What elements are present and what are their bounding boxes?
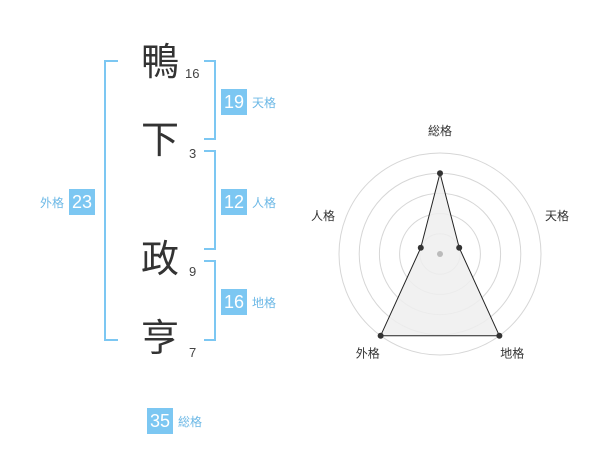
- stroke-count-2: 3: [189, 146, 197, 161]
- soukaku-label: 総格: [178, 414, 203, 429]
- jinkaku-value: 12: [221, 189, 247, 215]
- chikaku-label: 地格: [252, 295, 277, 310]
- name-char-1: 鴨: [140, 40, 179, 84]
- radar-ring: [338, 152, 542, 356]
- tenkaku-bracket: [204, 60, 216, 140]
- chikaku-value: 16: [221, 289, 247, 315]
- jinkaku-bracket: [204, 150, 216, 250]
- tenkaku-value: 19: [221, 89, 247, 115]
- radar-points: [377, 170, 503, 339]
- gaikaku-badge: 外格 23: [40, 189, 96, 215]
- tenkaku-label: 天格: [252, 95, 277, 110]
- name-char-3: 政: [140, 237, 179, 281]
- radar-axis-label-2: 天格: [545, 208, 569, 223]
- jinkaku-label: 人格: [252, 195, 277, 210]
- stroke-count-4: 7: [189, 345, 197, 360]
- radar-axis-label-4: 外格: [356, 346, 380, 361]
- gaikaku-value: 23: [69, 189, 96, 215]
- tenkaku-badge: 19 天格: [221, 89, 276, 115]
- radar-point-3: [496, 332, 503, 339]
- radar-point-2: [456, 244, 463, 251]
- soukaku-value: 35: [147, 408, 173, 434]
- radar-axis-label-1: 総格: [428, 123, 452, 138]
- name-char-4: 亨: [140, 316, 179, 360]
- jinkaku-badge: 12 人格: [221, 189, 276, 215]
- name-char-2: 下: [140, 118, 179, 162]
- radar-point-1: [437, 170, 443, 177]
- chikaku-badge: 16 地格: [221, 289, 276, 315]
- chikaku-bracket: [204, 260, 216, 341]
- radar-axis-label-5: 人格: [311, 208, 335, 223]
- stroke-count-1: 16: [185, 66, 200, 81]
- soukaku-badge: 35 総格: [147, 408, 202, 434]
- gaikaku-bracket: [104, 60, 118, 341]
- radar-point-4: [377, 332, 384, 339]
- gaikaku-label: 外格: [40, 195, 65, 210]
- stroke-count-3: 9: [189, 264, 197, 279]
- radar-axis-label-3: 地格: [500, 346, 524, 361]
- radar-center: [437, 251, 443, 257]
- radar-point-5: [417, 244, 424, 251]
